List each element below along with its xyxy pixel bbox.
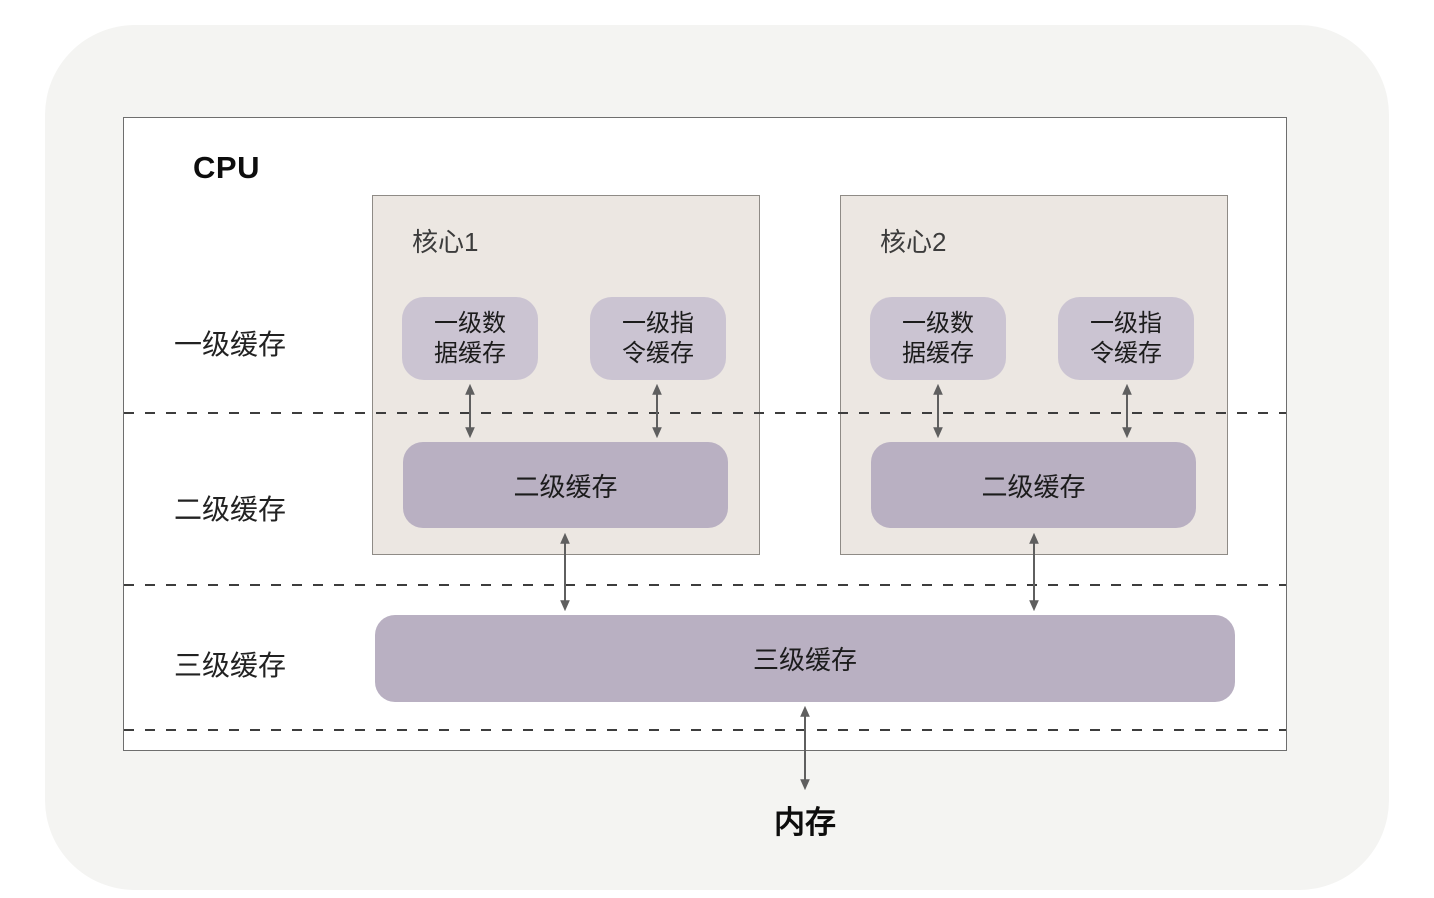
core-2-l1-inst-line2: 令缓存 bbox=[1090, 339, 1162, 367]
core-2-l1-instruction-cache: 一级指 令缓存 bbox=[1058, 297, 1194, 380]
core-1-l1-data-cache: 一级数 据缓存 bbox=[402, 297, 538, 380]
core-2-l1-data-line2: 据缓存 bbox=[902, 339, 974, 367]
core-1-box: 核心1 一级数 据缓存 一级指 令缓存 二级缓存 bbox=[372, 195, 760, 555]
core-1-l1-data-line1: 一级数 bbox=[434, 309, 506, 337]
core-2-box: 核心2 一级数 据缓存 一级指 令缓存 二级缓存 bbox=[840, 195, 1228, 555]
core-1-l1-instruction-cache: 一级指 令缓存 bbox=[590, 297, 726, 380]
memory-label: 内存 bbox=[774, 805, 836, 840]
core-1-l1-inst-line1: 一级指 bbox=[622, 309, 694, 337]
core-1-l2-cache: 二级缓存 bbox=[403, 442, 728, 528]
cpu-title: CPU bbox=[193, 150, 260, 185]
core-1-l1-data-line2: 据缓存 bbox=[434, 339, 506, 367]
level-label-l3: 三级缓存 bbox=[173, 650, 286, 681]
core-1-l1-inst-line2: 令缓存 bbox=[622, 339, 694, 367]
core-2-l1-data-cache: 一级数 据缓存 bbox=[870, 297, 1006, 380]
l3-cache: 三级缓存 bbox=[375, 615, 1235, 702]
core-2-l2-cache: 二级缓存 bbox=[871, 442, 1196, 528]
level-label-l2: 二级缓存 bbox=[173, 494, 286, 525]
core-2-name: 核心2 bbox=[880, 227, 947, 257]
level-label-l1: 一级缓存 bbox=[173, 329, 286, 360]
core-2-l1-inst-line1: 一级指 bbox=[1090, 309, 1162, 337]
core-1-name: 核心1 bbox=[412, 227, 479, 257]
core-2-l1-data-line1: 一级数 bbox=[902, 309, 974, 337]
